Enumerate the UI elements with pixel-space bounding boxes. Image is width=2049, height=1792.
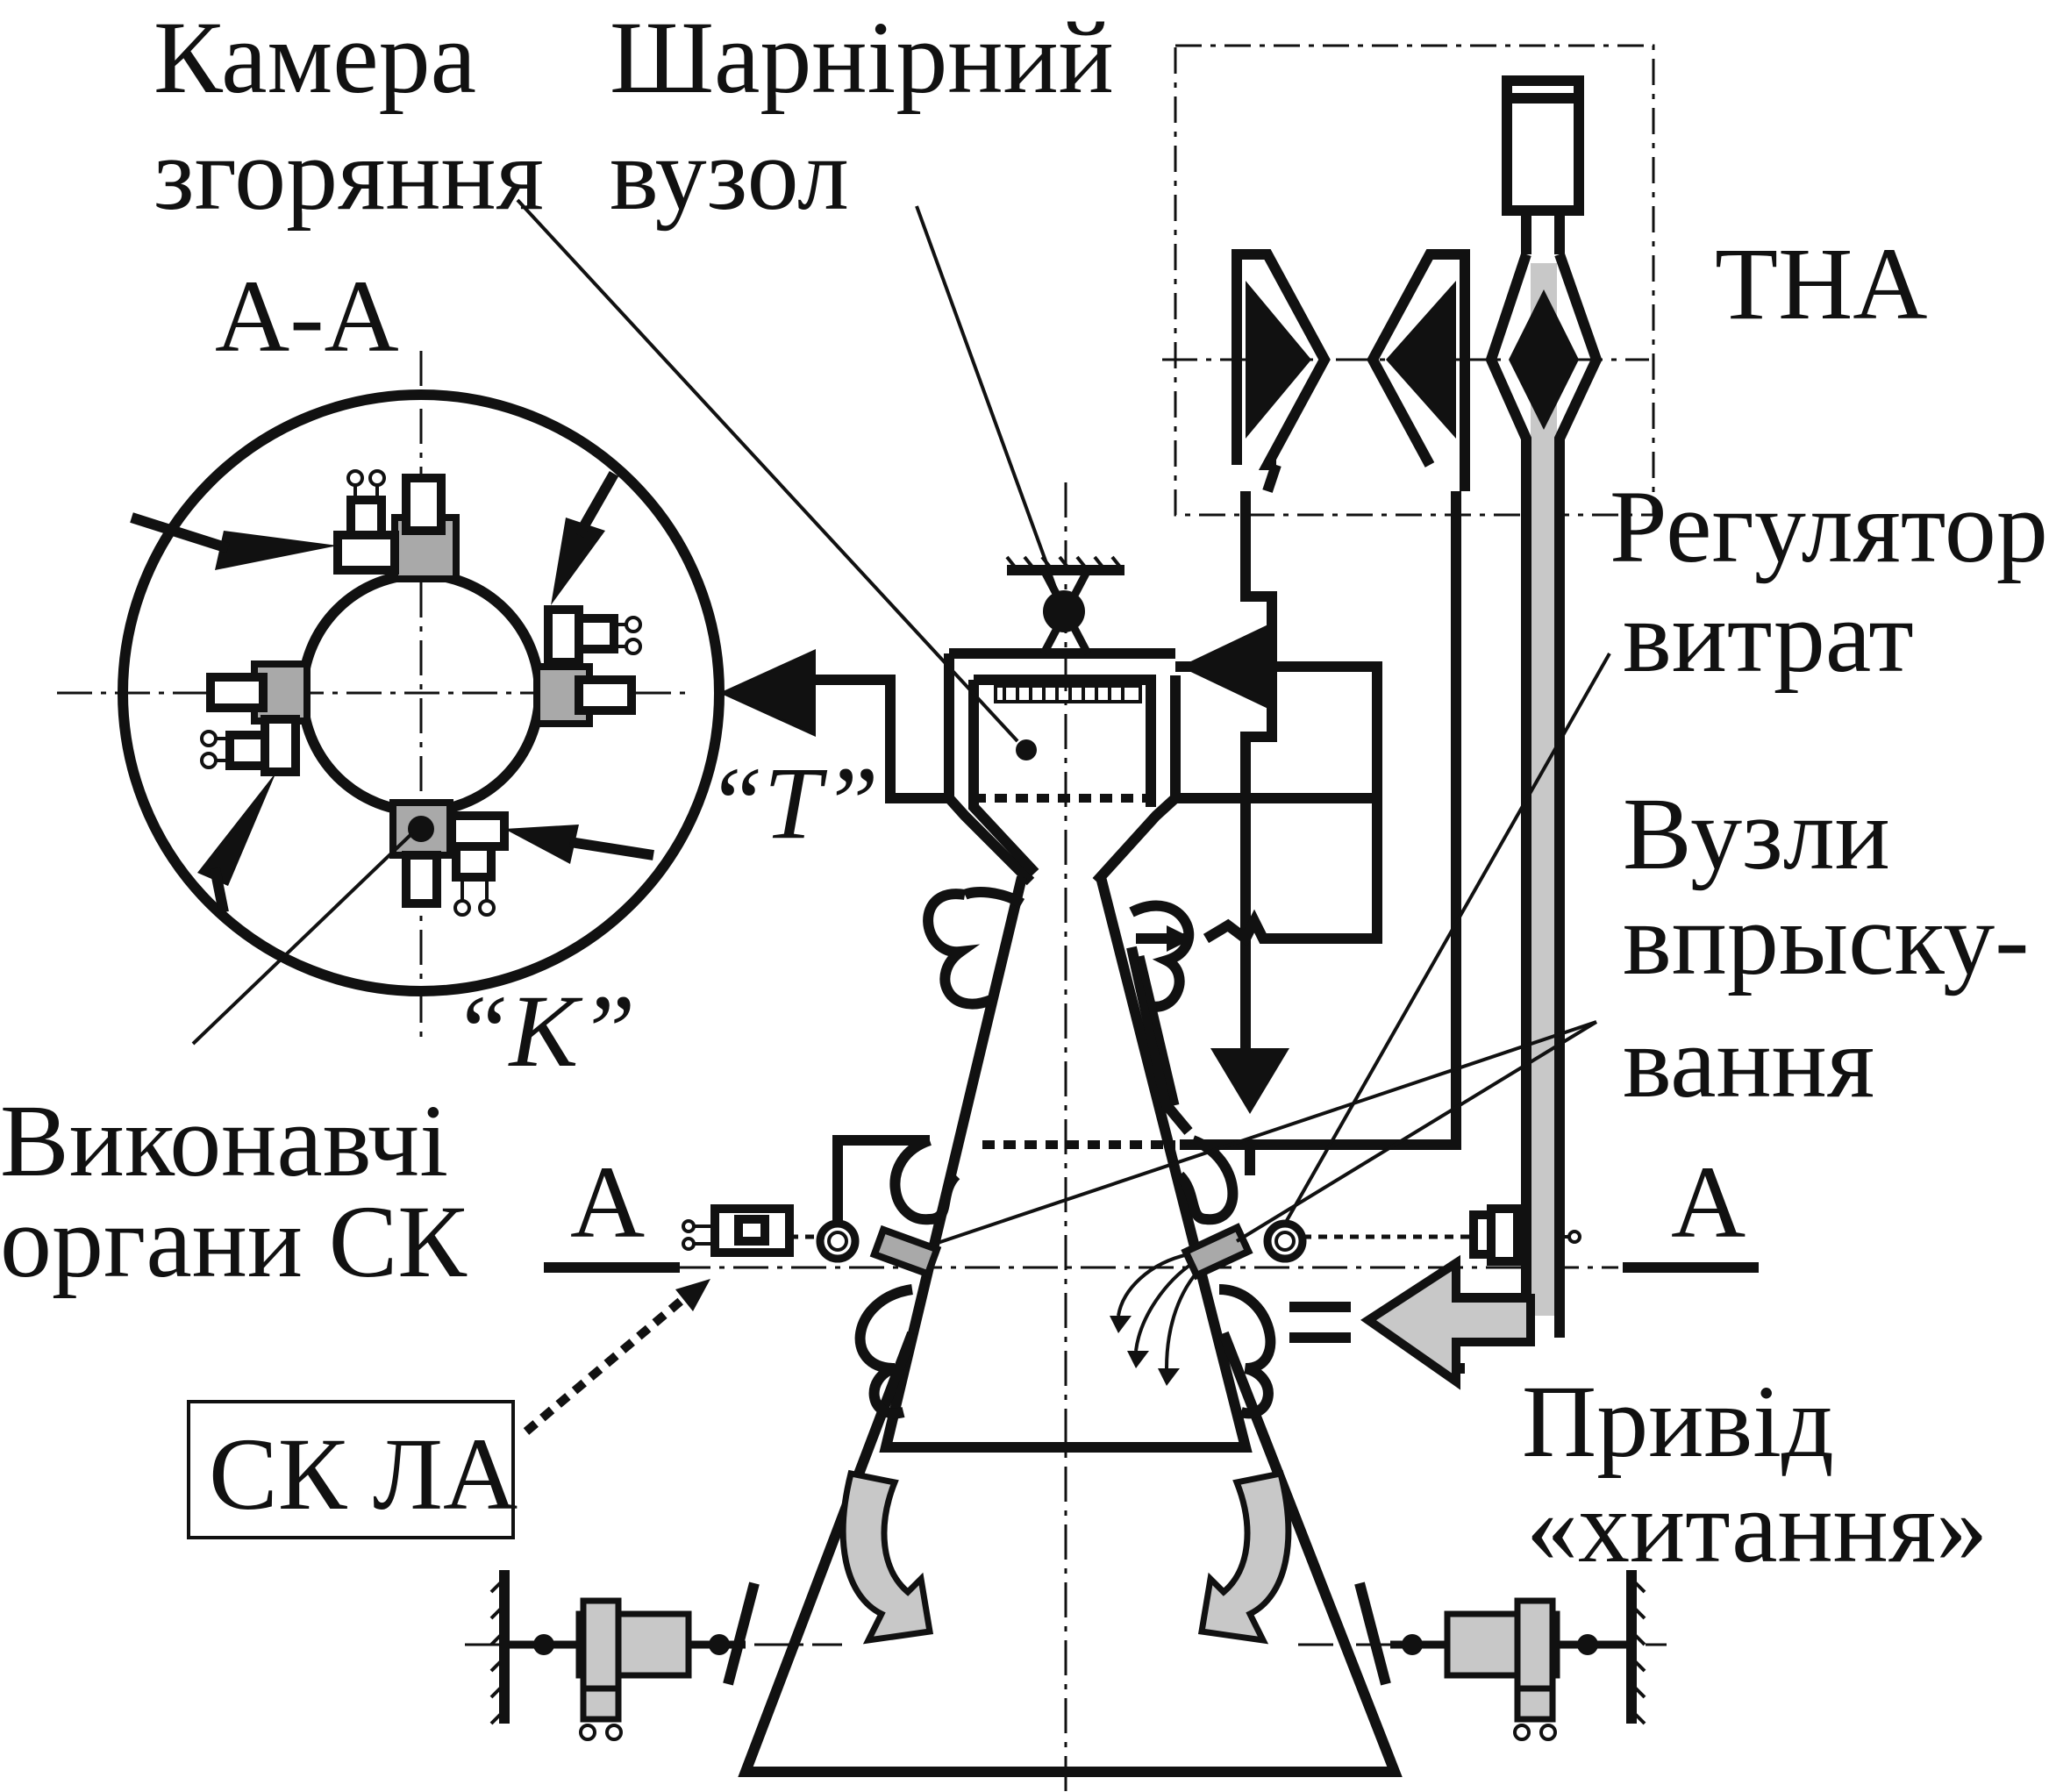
label-chamber-1: Камера — [153, 0, 476, 115]
hinge-hatch — [1005, 555, 1124, 572]
aa-left-actuator — [682, 1204, 825, 1257]
label-actuators-2: органи СК — [0, 1184, 468, 1299]
section-aa-view — [118, 389, 725, 1046]
feed-lines — [718, 75, 1603, 1390]
hatch-right-bottom — [1630, 1577, 1646, 1725]
engine-body — [489, 555, 1646, 1777]
sk-la-box — [187, 1400, 515, 1539]
label-tha: ТНА — [1715, 226, 1928, 341]
label-section: А-А — [215, 259, 399, 374]
label-regulator-1: Регулятор — [1610, 469, 2048, 584]
label-mark-t: “Т” — [706, 746, 879, 860]
label-actuators-1: Виконавчі — [0, 1083, 448, 1198]
label-regulator-2: витрат — [1623, 579, 1914, 694]
label-drive-2: «хитання» — [1526, 1469, 1988, 1584]
hatch-left-bottom — [489, 1577, 506, 1725]
label-sk-la: СК ЛА — [209, 1417, 518, 1531]
injector-grid — [1003, 686, 1124, 702]
label-chamber-2: згоряння — [153, 117, 544, 232]
label-section-mark-left: А — [570, 1145, 645, 1260]
tha-boundary — [1174, 44, 1655, 517]
label-injection-1: Вузли — [1623, 776, 1890, 891]
label-hinge-2: вузол — [610, 117, 849, 232]
label-mark-k: “К” — [452, 974, 636, 1089]
label-injection-2: впрыску- — [1623, 882, 2029, 996]
label-hinge-1: Шарнірний — [610, 0, 1114, 115]
label-drive-1: Привід — [1522, 1364, 1834, 1479]
leader-lines — [516, 198, 1611, 1435]
label-section-mark-right: А — [1671, 1145, 1746, 1260]
text-labels: Камера згоряння Шарнірний вузол А-А ТНА … — [0, 0, 2048, 1584]
label-injection-3: вання — [1623, 1004, 1874, 1119]
